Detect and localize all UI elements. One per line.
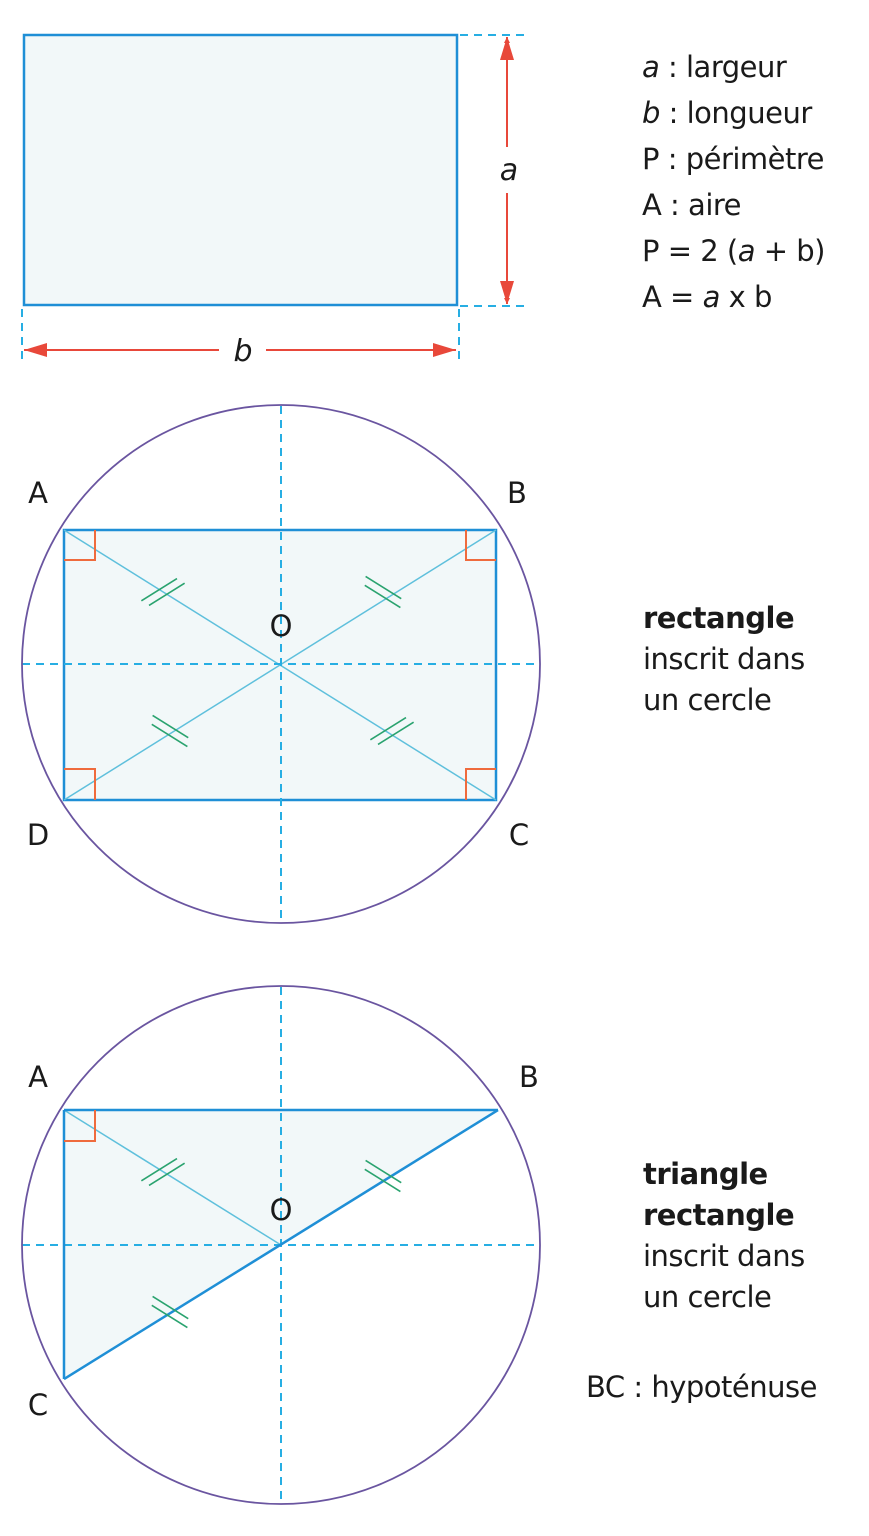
caption-line: un cercle bbox=[643, 683, 772, 717]
triangle-inscribed-caption: triangle rectangle inscrit dans un cercl… bbox=[643, 1154, 805, 1318]
dimension-label-b: b bbox=[233, 334, 252, 369]
caption-title: rectangle bbox=[643, 601, 795, 635]
hypotenuse-bc bbox=[63, 1108, 499, 1381]
caption-title: triangle bbox=[643, 1157, 768, 1191]
circumscribed-circle bbox=[21, 404, 541, 924]
dimension-arrow-a bbox=[500, 37, 514, 304]
vertex-label-d: D bbox=[27, 818, 49, 852]
median-ao bbox=[63, 1109, 282, 1246]
figure-triangle-inscribed: A B C O bbox=[21, 985, 541, 1505]
formula-area: A = a x b bbox=[642, 280, 772, 314]
right-angle-mark-a bbox=[64, 1110, 96, 1142]
rectangle-shape bbox=[22, 33, 459, 307]
right-angle-mark-d bbox=[64, 768, 96, 800]
legend-item-longueur: b : longueur bbox=[642, 96, 812, 130]
legend-item-aire: A : aire bbox=[642, 188, 742, 222]
caption-line: inscrit dans bbox=[643, 642, 805, 676]
formula-perimeter: P = 2 (a + b) bbox=[642, 234, 825, 268]
equal-tick-mark bbox=[140, 1157, 186, 1187]
vertex-label-c: C bbox=[28, 1388, 48, 1422]
figure-rectangle-dimensions: a b bbox=[21, 33, 527, 369]
right-angle-mark-c bbox=[465, 768, 496, 800]
vertex-label-b: B bbox=[507, 476, 527, 510]
right-angle-mark-a bbox=[64, 530, 96, 561]
center-label-o: O bbox=[270, 1193, 293, 1227]
dimension-arrow-b bbox=[24, 343, 456, 357]
vertex-label-a: A bbox=[28, 476, 48, 510]
vertex-label-c: C bbox=[509, 818, 529, 852]
legend-item-perimetre: P : périmètre bbox=[642, 142, 825, 176]
equal-tick-mark bbox=[364, 575, 402, 609]
equal-tick-mark bbox=[140, 577, 186, 607]
dimension-label-a: a bbox=[500, 153, 518, 188]
caption-line: un cercle bbox=[643, 1280, 772, 1314]
hypotenuse-note: BC : hypoténuse bbox=[586, 1370, 817, 1404]
vertex-label-b: B bbox=[519, 1060, 539, 1094]
center-label-o: O bbox=[270, 609, 293, 643]
figure-rectangle-inscribed: A B C D O bbox=[21, 404, 541, 924]
equal-tick-mark bbox=[151, 1295, 189, 1329]
circumscribed-circle bbox=[21, 985, 541, 1505]
equal-tick-mark bbox=[364, 1159, 402, 1193]
rectangle-inscribed-caption: rectangle inscrit dans un cercle bbox=[643, 598, 805, 721]
equal-tick-mark bbox=[369, 716, 415, 746]
equal-tick-mark bbox=[151, 714, 189, 748]
rectangle-legend: a : largeur b : longueur P : périmètre A… bbox=[642, 44, 825, 320]
legend-item-largeur: a : largeur bbox=[642, 50, 787, 84]
right-angle-mark-b bbox=[465, 530, 496, 561]
caption-line: inscrit dans bbox=[643, 1239, 805, 1273]
caption-title: rectangle bbox=[643, 1198, 795, 1232]
vertex-label-a: A bbox=[28, 1060, 48, 1094]
